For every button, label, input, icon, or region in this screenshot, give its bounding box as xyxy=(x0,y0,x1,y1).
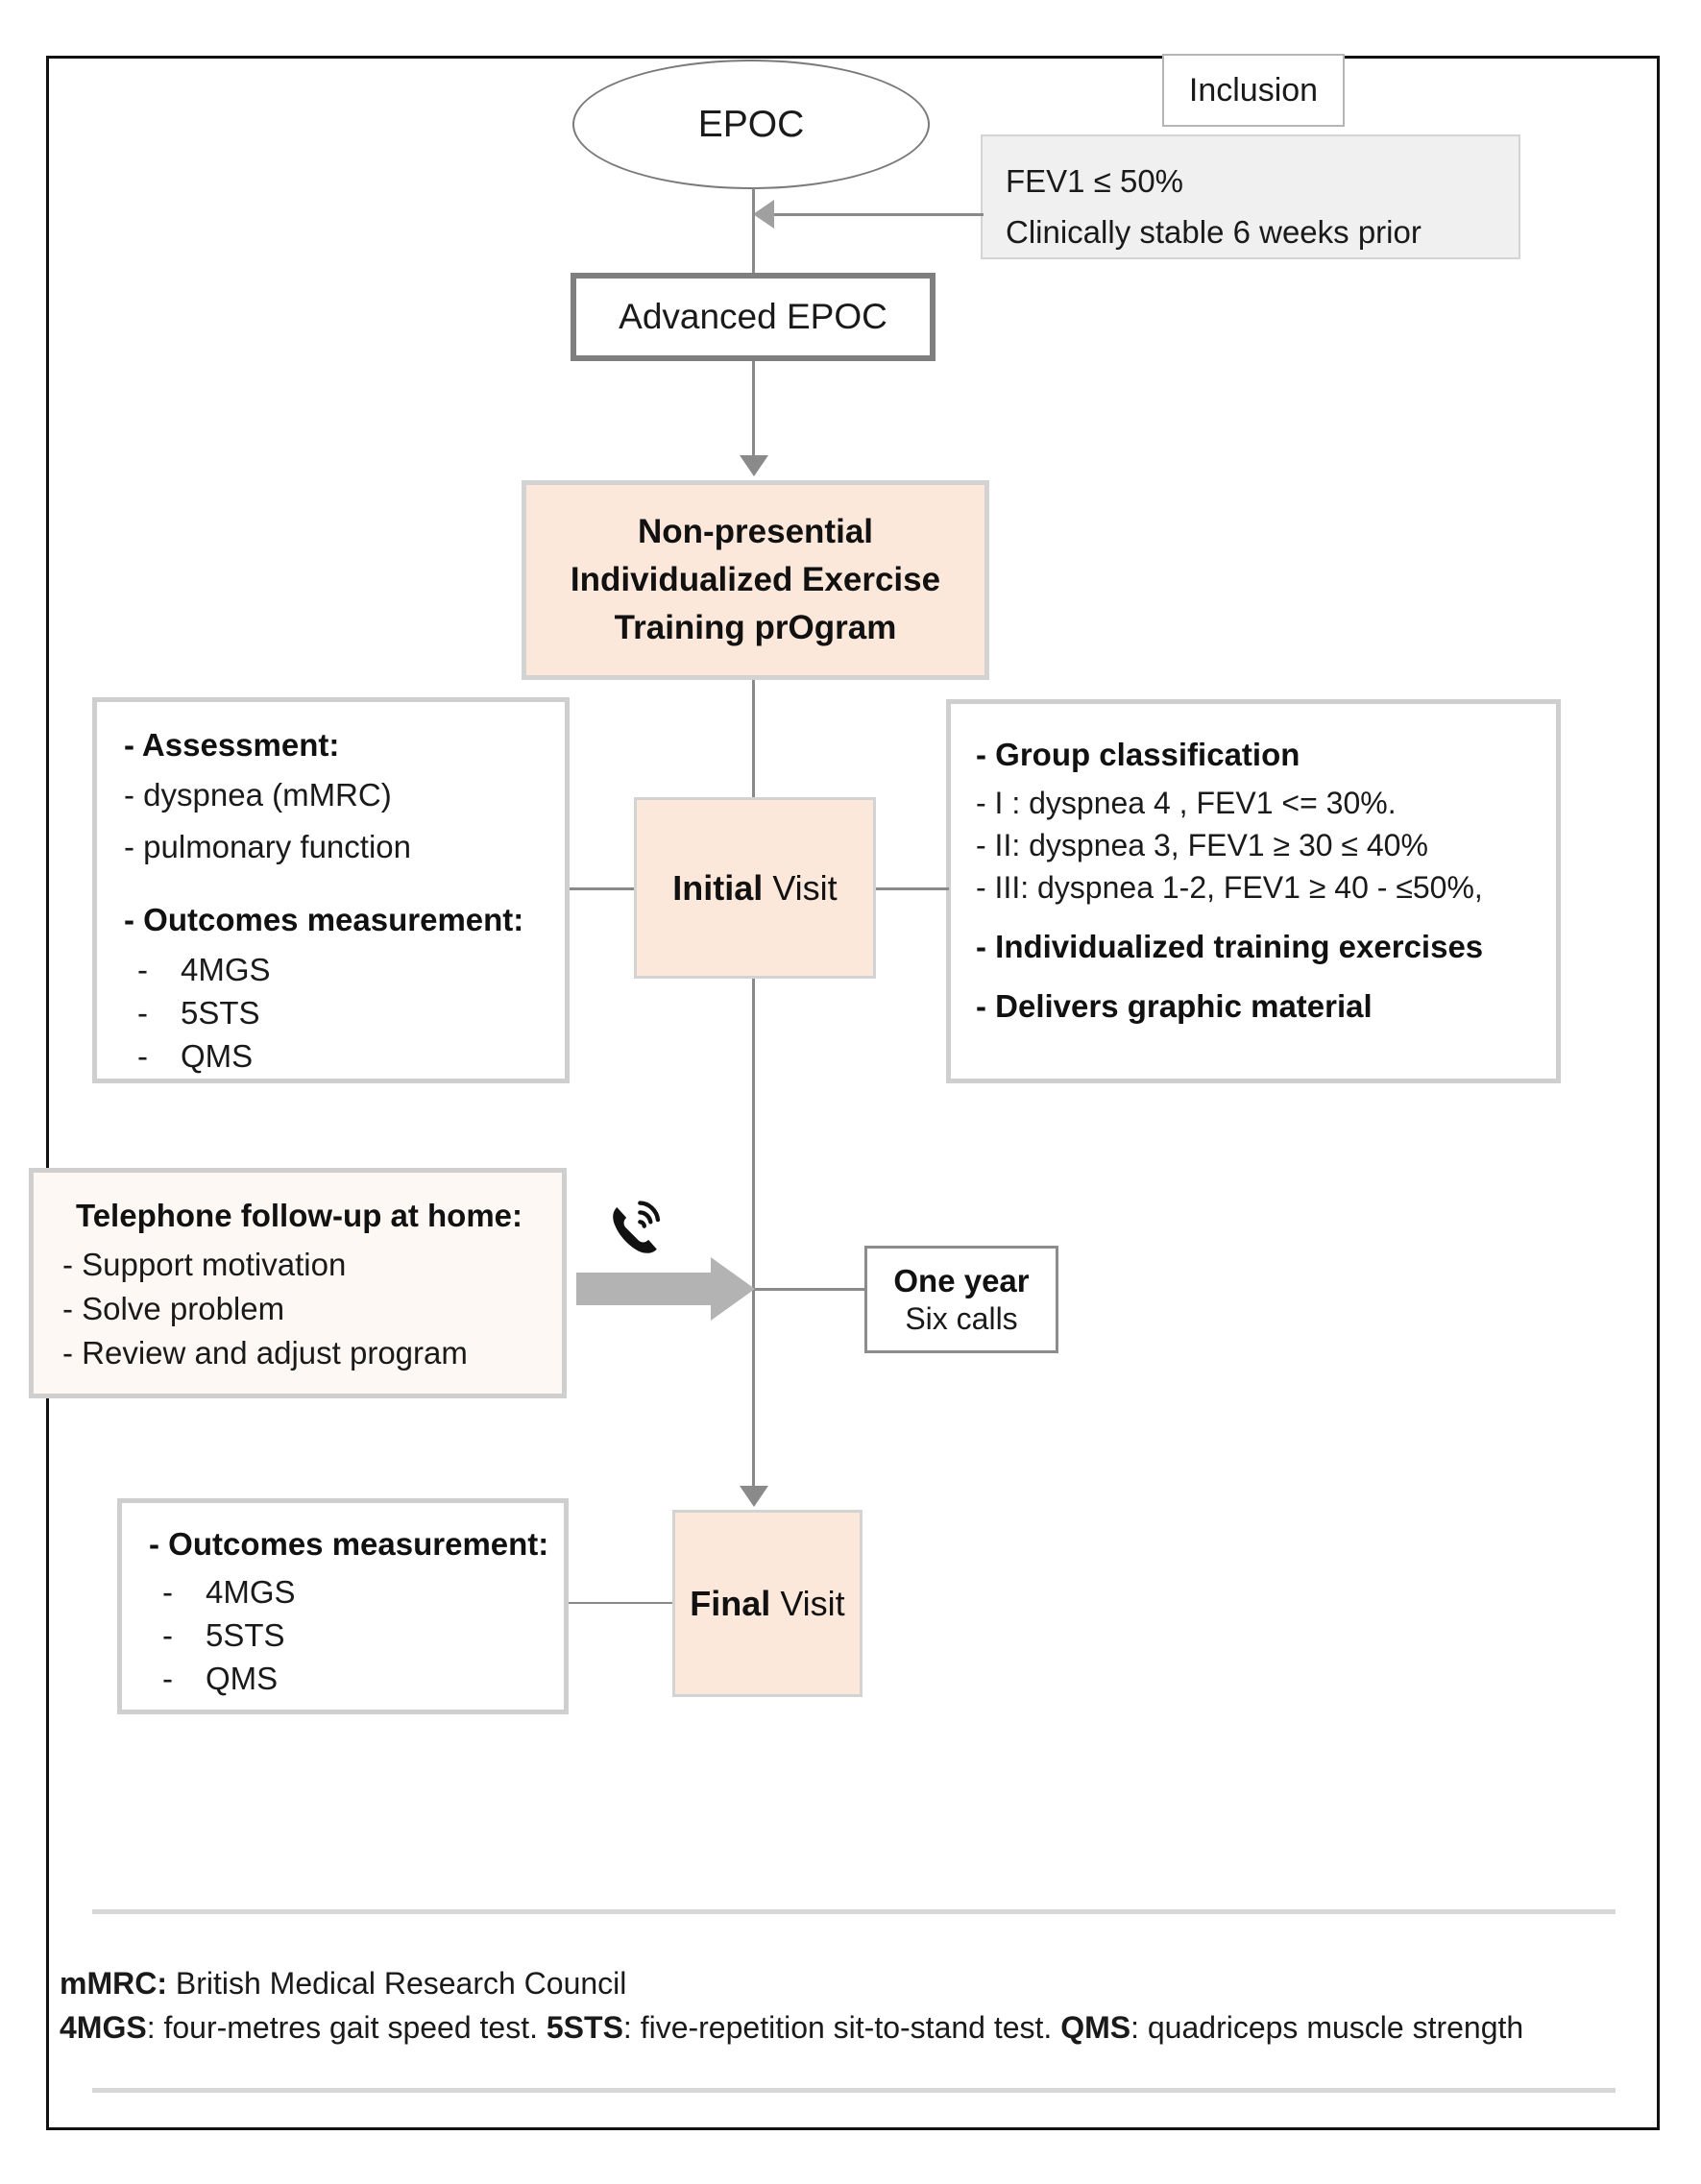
footnote-block: mMRC: British Medical Research Council 4… xyxy=(60,1961,1635,2051)
footnote-line-2: 4MGS: four-metres gait speed test. 5STS:… xyxy=(60,2005,1635,2050)
final-outcome-4mgs: -4MGS xyxy=(149,1574,564,1611)
bullet-dash: - xyxy=(137,1038,148,1074)
final-visit-label-rest: Visit xyxy=(770,1583,845,1623)
program-arrow-head-icon xyxy=(740,455,768,476)
footnote-mmrc-text: British Medical Research Council xyxy=(166,1966,627,2001)
footer-rule-bottom xyxy=(92,2088,1616,2093)
assessment-to-initial-connector xyxy=(570,887,637,890)
program-line-2: Individualized Exercise xyxy=(570,561,941,599)
phone-ringing-icon xyxy=(602,1197,669,1264)
bullet-dash: - xyxy=(137,995,148,1031)
final-visit-arrow-head-icon xyxy=(740,1486,768,1507)
telephone-item-solve: - Solve problem xyxy=(62,1291,285,1326)
inclusion-label-box: Inclusion xyxy=(1162,54,1345,127)
bullet-dash: - xyxy=(137,952,148,987)
bullet-dash: - xyxy=(162,1617,173,1653)
assessment-outcome-4mgs: -4MGS xyxy=(124,952,565,988)
advanced-epoc-label: Advanced EPOC xyxy=(619,297,887,336)
footnote-4mgs-text: : four-metres gait speed test. xyxy=(146,2010,547,2046)
initial-to-final-connector xyxy=(752,979,755,1488)
program-to-initial-connector xyxy=(752,680,755,799)
footnote-4mgs-abbr: 4MGS xyxy=(60,2010,147,2046)
advanced-to-program-connector xyxy=(752,361,755,457)
footnote-qms-abbr: QMS xyxy=(1060,2010,1131,2046)
one-year-box: One year Six calls xyxy=(864,1246,1058,1353)
outcomes-to-final-connector xyxy=(569,1602,674,1604)
final-outcome-qms-label: QMS xyxy=(206,1661,279,1696)
assessment-outcomes-header: - Outcomes measurement: xyxy=(124,902,524,937)
assessment-outcome-qms: -QMS xyxy=(124,1038,565,1075)
epoc-to-advanced-connector xyxy=(752,188,755,275)
one-year-label: One year xyxy=(893,1262,1030,1298)
six-calls-label: Six calls xyxy=(905,1300,1018,1336)
telephone-arrow-shaft xyxy=(576,1273,713,1305)
final-outcome-5sts-label: 5STS xyxy=(206,1617,285,1653)
final-outcomes-box: - Outcomes measurement: -4MGS -5STS -QMS xyxy=(117,1498,569,1714)
inclusion-arrow-head-icon xyxy=(753,200,774,229)
training-program-node: Non-presential Individualized Exercise T… xyxy=(522,480,989,680)
assessment-spacer xyxy=(124,881,565,902)
initial-visit-label: Initial Visit xyxy=(672,868,837,909)
assessment-item-dyspnea: - dyspnea (mMRC) xyxy=(124,777,392,813)
inclusion-connector-line xyxy=(774,213,984,216)
initial-visit-label-bold: Initial xyxy=(672,867,764,908)
figure-border xyxy=(46,56,1660,2130)
final-outcome-qms: -QMS xyxy=(149,1661,564,1697)
group-classification-header: - Group classification xyxy=(976,737,1300,772)
group-graphic-material: - Delivers graphic material xyxy=(976,988,1373,1024)
assessment-outcome-5sts-label: 5STS xyxy=(181,995,260,1031)
telephone-item-review: - Review and adjust program xyxy=(62,1335,468,1371)
advanced-epoc-node: Advanced EPOC xyxy=(571,273,936,361)
inclusion-criterion-stability: Clinically stable 6 weeks prior xyxy=(1006,214,1422,251)
telephone-followup-header: Telephone follow-up at home: xyxy=(76,1198,523,1233)
final-outcome-4mgs-label: 4MGS xyxy=(206,1574,296,1610)
initial-to-group-connector xyxy=(876,887,949,890)
inclusion-criteria-box: FEV1 ≤ 50% Clinically stable 6 weeks pri… xyxy=(981,134,1520,259)
telephone-item-support: - Support motivation xyxy=(62,1247,347,1282)
group-item-i: - I : dyspnea 4 , FEV1 <= 30%. xyxy=(976,786,1397,820)
footnote-5sts-text: : five-repetition sit-to-stand test. xyxy=(622,2010,1061,2046)
stem-to-one-year-connector xyxy=(755,1288,868,1291)
epoc-ellipse-node: EPOC xyxy=(572,60,930,189)
final-visit-label-bold: Final xyxy=(690,1583,771,1623)
epoc-label: EPOC xyxy=(697,103,805,145)
group-item-iii: - III: dyspnea 1-2, FEV1 ≥ 40 - ≤50%, xyxy=(976,870,1483,905)
assessment-outcome-5sts: -5STS xyxy=(124,995,565,1031)
assessment-outcome-4mgs-label: 4MGS xyxy=(181,952,271,987)
footnote-line-1: mMRC: British Medical Research Council xyxy=(60,1961,1635,2005)
program-line-3: Training prOgram xyxy=(614,608,897,646)
assessment-outcome-qms-label: QMS xyxy=(181,1038,254,1074)
telephone-followup-box: Telephone follow-up at home: - Support m… xyxy=(29,1168,567,1398)
telephone-arrow-head-icon xyxy=(711,1257,755,1321)
group-individualized-exercises: - Individualized training exercises xyxy=(976,929,1484,964)
final-outcome-5sts: -5STS xyxy=(149,1617,564,1654)
program-line-1: Non-presential xyxy=(637,513,874,551)
initial-visit-label-rest: Visit xyxy=(763,867,838,908)
initial-visit-node: Initial Visit xyxy=(634,797,876,979)
bullet-dash: - xyxy=(162,1574,173,1610)
footnote-5sts-abbr: 5STS xyxy=(546,2010,623,2046)
inclusion-label-text: Inclusion xyxy=(1188,71,1319,109)
final-outcomes-header: - Outcomes measurement: xyxy=(149,1526,549,1562)
final-visit-label: Final Visit xyxy=(690,1584,844,1624)
final-visit-node: Final Visit xyxy=(672,1510,863,1697)
footer-rule-top xyxy=(92,1909,1616,1914)
bullet-dash: - xyxy=(162,1661,173,1696)
footnote-qms-text: : quadriceps muscle strength xyxy=(1130,2010,1524,2046)
inclusion-criterion-fev1: FEV1 ≤ 50% xyxy=(1006,163,1184,199)
assessment-header: - Assessment: xyxy=(124,727,340,763)
assessment-box: - Assessment: - dyspnea (mMRC) - pulmona… xyxy=(92,697,570,1083)
footnote-mmrc-abbr: mMRC: xyxy=(60,1966,167,2001)
assessment-item-pulmonary: - pulmonary function xyxy=(124,829,411,864)
group-item-ii: - II: dyspnea 3, FEV1 ≥ 30 ≤ 40% xyxy=(976,828,1428,862)
group-classification-box: - Group classification - I : dyspnea 4 ,… xyxy=(946,699,1561,1083)
